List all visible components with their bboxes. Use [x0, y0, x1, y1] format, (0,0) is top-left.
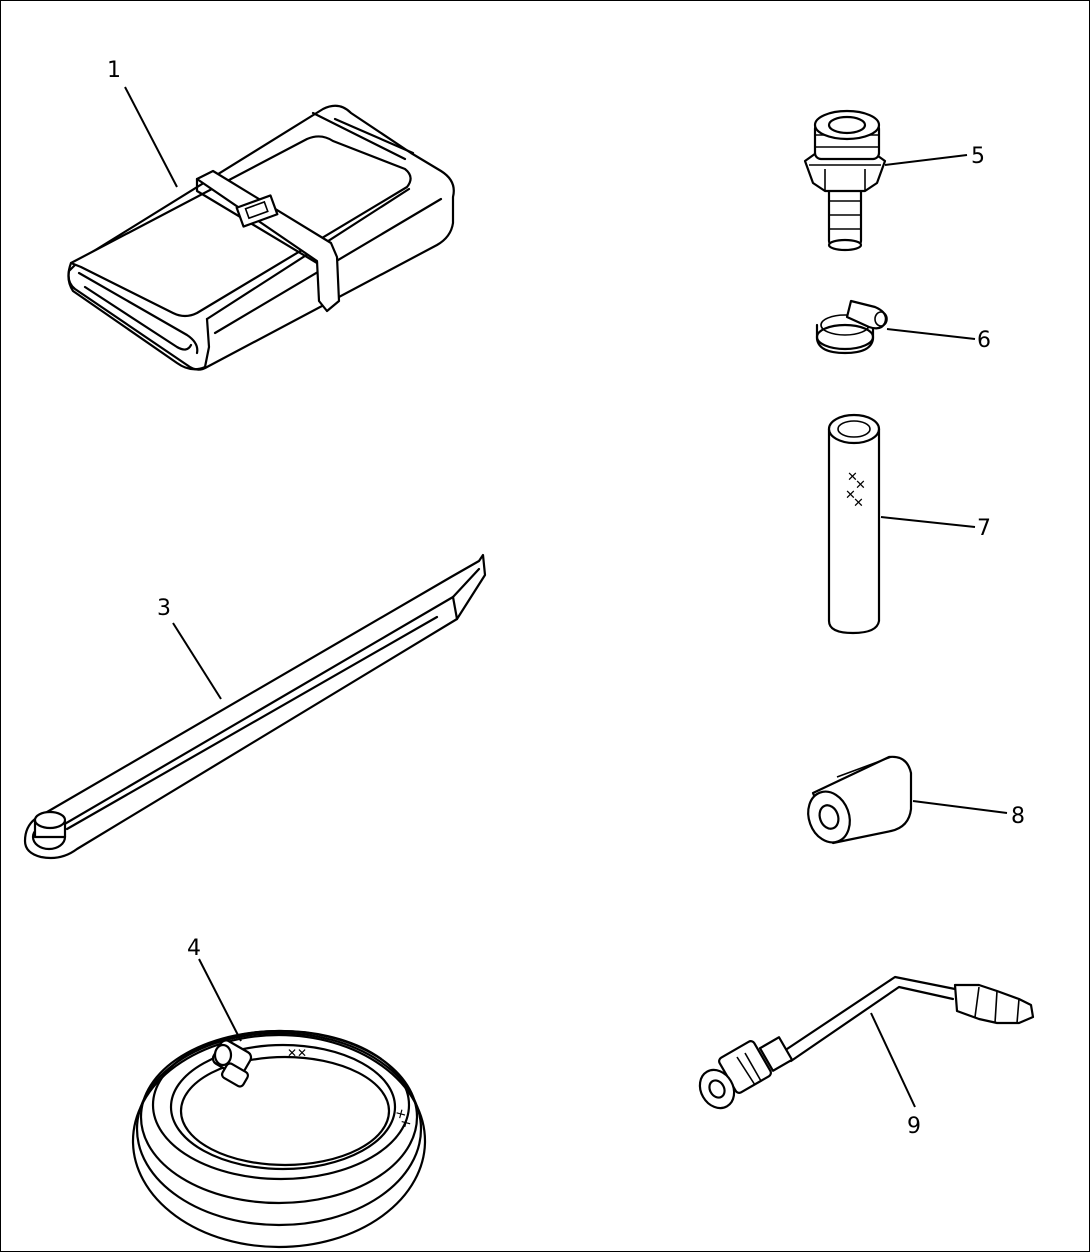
callout-3: 3 — [157, 596, 171, 621]
callout-7: 7 — [977, 516, 991, 541]
coiled-hose-part-4: ✕✕ ✕✕ — [131, 1029, 427, 1249]
leader-6 — [886, 328, 976, 340]
callout-6: 6 — [977, 328, 991, 353]
tool-bag-part-1 — [67, 104, 455, 371]
leader-5 — [884, 154, 968, 166]
leader-1 — [124, 86, 178, 188]
callout-1: 1 — [107, 58, 121, 83]
svg-text:✕: ✕ — [845, 488, 856, 503]
hose-fitting-part-5 — [803, 109, 887, 252]
wrench-bar-part-3 — [23, 553, 487, 860]
callout-9: 9 — [907, 1114, 921, 1139]
hose-clamp-part-6 — [815, 299, 888, 355]
hose-tube-part-7: ✕ ✕ ✕ ✕ — [827, 413, 881, 635]
leader-4 — [198, 958, 242, 1042]
svg-text:✕: ✕ — [855, 478, 866, 493]
callout-5: 5 — [971, 144, 985, 169]
svg-text:✕: ✕ — [853, 496, 864, 511]
leader-7 — [880, 516, 976, 528]
leader-8 — [912, 800, 1008, 814]
nozzle-part-9 — [698, 975, 1035, 1110]
callout-8: 8 — [1011, 804, 1025, 829]
sleeve-part-8 — [807, 755, 913, 845]
svg-text:✕✕: ✕✕ — [287, 1046, 307, 1060]
svg-text:✕: ✕ — [847, 470, 858, 485]
leader-9 — [870, 1012, 916, 1108]
callout-4: 4 — [187, 936, 201, 961]
leader-3 — [172, 622, 222, 700]
